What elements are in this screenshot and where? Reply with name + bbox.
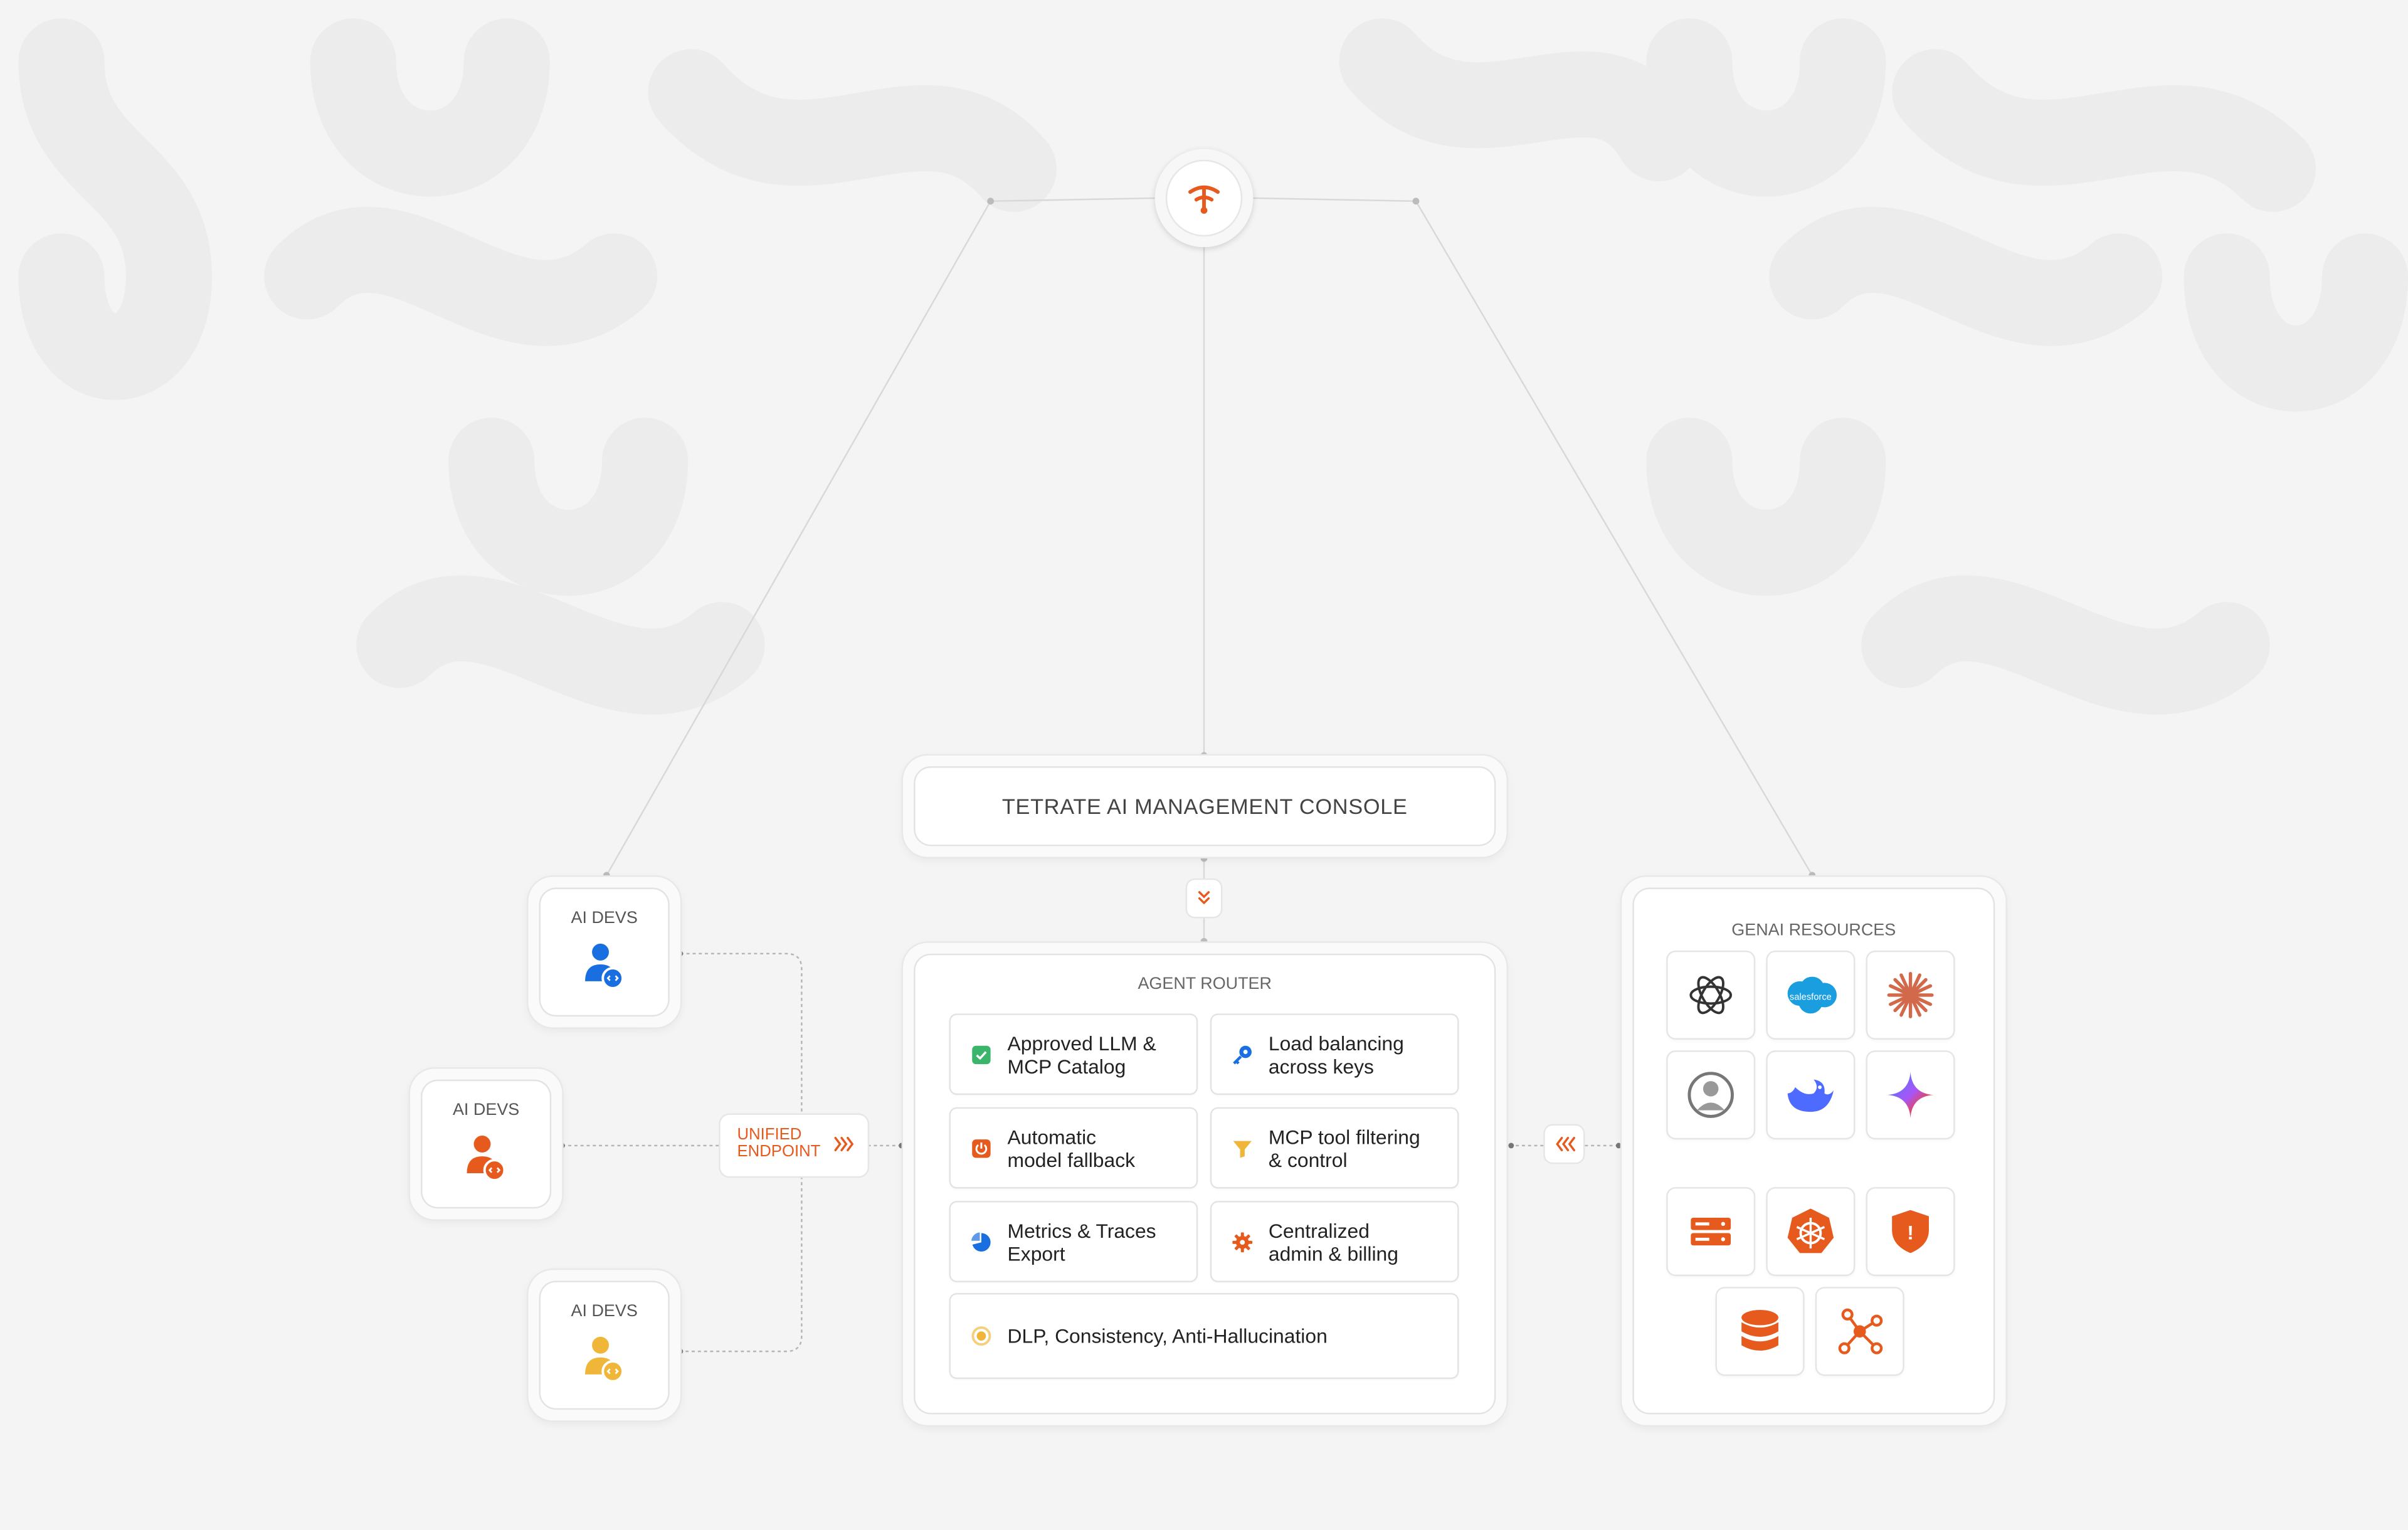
deepseek-icon	[1787, 1079, 1834, 1112]
developer-orange-icon	[466, 1136, 505, 1182]
unified-endpoint[interactable]: UNIFIED ENDPOINT	[720, 1114, 868, 1176]
feature-line2: MCP Catalog	[1007, 1054, 1126, 1077]
triple-chevron-left-icon	[1555, 1136, 1575, 1152]
feature-label: Approved LLM &MCP Catalog	[1008, 1031, 1188, 1077]
ai-devs-card-1-inner: AI DEVS	[541, 889, 668, 1015]
triple-chevron-right-icon	[834, 1136, 854, 1152]
ai-devs-card-2[interactable]: AI DEVS	[409, 1068, 562, 1220]
shield-circle-icon	[971, 1326, 991, 1346]
feature-line1: Metrics & Traces	[1007, 1218, 1156, 1242]
feature-line1: Centralized	[1268, 1218, 1370, 1242]
user-resource[interactable]	[1667, 1052, 1754, 1138]
gemini-resource[interactable]	[1867, 1052, 1954, 1138]
shield-alert-icon: !	[1892, 1210, 1929, 1253]
ai-devs-label: AI DEVS	[571, 909, 638, 928]
tetrate-logo-badge	[1167, 161, 1241, 235]
double-chevron-down-icon	[1198, 891, 1210, 905]
power-icon	[972, 1138, 991, 1158]
developer-yellow-icon	[584, 1336, 623, 1383]
salesforce-icon: salesforce	[1787, 976, 1837, 1014]
feature-line2: & control	[1268, 1148, 1348, 1171]
unified-endpoint-line2: ENDPOINT	[737, 1142, 821, 1161]
database-icon	[1741, 1309, 1778, 1351]
genai-resources: GENAI RESOURCES salesforce	[1622, 877, 2006, 1425]
salesforce-wordmark: salesforce	[1790, 992, 1832, 1002]
anthropic-resource[interactable]	[1867, 952, 1954, 1038]
feature-line2: model fallback	[1007, 1148, 1136, 1171]
tetrate-logo	[1154, 149, 1254, 248]
down-chevron-connector	[1187, 880, 1221, 917]
feature-line1: MCP tool filtering	[1268, 1124, 1420, 1148]
developer-blue-icon	[584, 943, 623, 989]
management-console-inner: TETRATE AI MANAGEMENT CONSOLE	[915, 768, 1494, 845]
ai-devs-label: AI DEVS	[452, 1100, 520, 1120]
gemini-icon	[1887, 1072, 1934, 1118]
server-resource[interactable]	[1667, 1188, 1754, 1275]
ai-devs-card-3[interactable]: AI DEVS	[528, 1270, 680, 1421]
feature-label: MCP tool filtering& control	[1269, 1125, 1449, 1171]
management-console[interactable]: TETRATE AI MANAGEMENT CONSOLE	[903, 755, 1507, 857]
feature-line1: Approved LLM &	[1007, 1031, 1156, 1055]
tetrate-icon	[1188, 185, 1220, 214]
shield-alert-mark: !	[1907, 1221, 1914, 1243]
kubernetes-resource[interactable]	[1767, 1188, 1854, 1275]
feature-line2: admin & billing	[1268, 1242, 1398, 1265]
agent-router: AGENT ROUTER Approved LLM &MCP Catalog L…	[903, 942, 1507, 1425]
feature-dlp[interactable]: DLP, Consistency, Anti-Hallucination	[950, 1294, 1458, 1378]
server-icon	[1691, 1218, 1731, 1246]
feature-line1: Automatic	[1007, 1124, 1097, 1148]
unified-endpoint-line1: UNIFIED	[737, 1126, 802, 1144]
pie-chart-icon	[971, 1232, 991, 1251]
salesforce-resource[interactable]: salesforce	[1767, 952, 1854, 1038]
database-resource[interactable]	[1716, 1288, 1803, 1374]
kubernetes-icon	[1787, 1208, 1834, 1253]
left-chevron-connector	[1545, 1126, 1583, 1163]
anthropic-icon	[1887, 971, 1934, 1018]
check-badge-icon	[972, 1045, 991, 1063]
deepseek-resource[interactable]	[1767, 1052, 1854, 1138]
agent-router-title: AGENT ROUTER	[1138, 975, 1272, 994]
agent-router-inner: AGENT ROUTER Approved LLM &MCP Catalog L…	[915, 955, 1494, 1413]
network-icon	[1838, 1308, 1883, 1354]
funnel-icon	[1233, 1140, 1252, 1158]
user-circle-icon	[1687, 1072, 1734, 1118]
feature-approved-catalog[interactable]: Approved LLM &MCP Catalog	[950, 1015, 1196, 1094]
ai-devs-card-2-inner: AI DEVS	[422, 1081, 550, 1207]
openai-icon	[1689, 976, 1732, 1015]
ai-devs-card-1[interactable]: AI DEVS	[528, 877, 680, 1028]
feature-line1: DLP, Consistency, Anti-Hallucination	[1007, 1324, 1328, 1348]
genai-resources-title: GENAI RESOURCES	[1731, 921, 1896, 940]
feature-line2: Export	[1007, 1242, 1065, 1265]
network-resource[interactable]	[1817, 1288, 1903, 1374]
ai-devs-label: AI DEVS	[571, 1302, 638, 1321]
ai-devs-card-3-inner: AI DEVS	[541, 1282, 668, 1408]
feature-label: DLP, Consistency, Anti-Hallucination	[1008, 1324, 1449, 1348]
feature-mcp-filtering[interactable]: MCP tool filtering& control	[1212, 1109, 1458, 1188]
feature-line1: Load balancing	[1268, 1031, 1404, 1055]
management-console-title: TETRATE AI MANAGEMENT CONSOLE	[1001, 794, 1408, 819]
openai-resource[interactable]	[1667, 952, 1754, 1038]
unified-endpoint-label: UNIFIED ENDPOINT	[737, 1126, 833, 1161]
genai-resources-inner: GENAI RESOURCES salesforce	[1634, 889, 1993, 1413]
feature-line2: across keys	[1268, 1054, 1374, 1077]
gear-icon	[1232, 1232, 1253, 1252]
shield-alert-resource[interactable]: !	[1867, 1188, 1954, 1275]
key-icon	[1233, 1045, 1252, 1064]
